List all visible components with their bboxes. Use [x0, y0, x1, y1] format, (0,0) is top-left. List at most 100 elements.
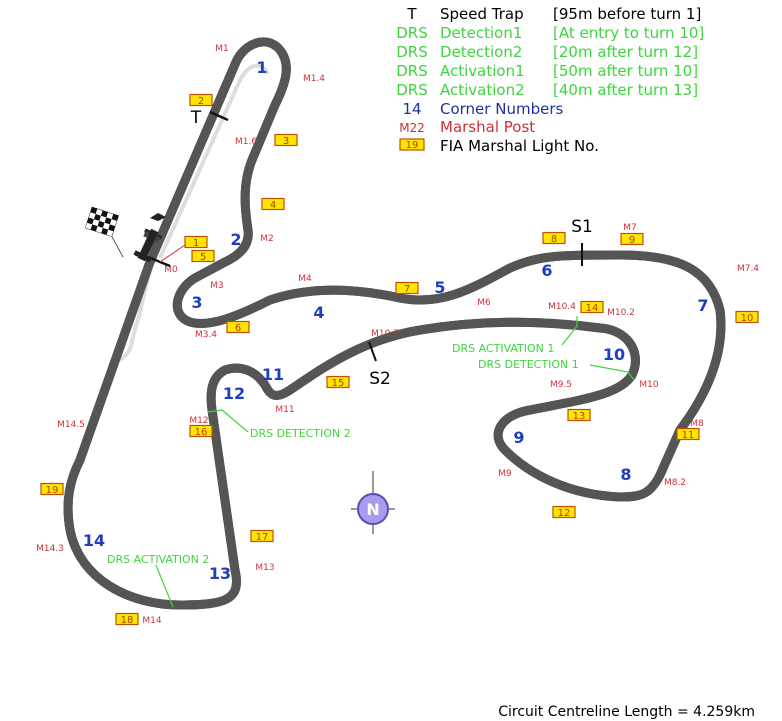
marshal-post: M0 [164, 265, 178, 275]
corner-number: 10 [603, 345, 625, 364]
circuit-length: Circuit Centreline Length = 4.259km [498, 704, 755, 720]
light-box: 8 [542, 231, 566, 245]
svg-text:17: 17 [256, 532, 269, 543]
marshal-post: M8.2 [664, 478, 686, 488]
legend: T Speed Trap [95m before turn 1] DRS Det… [396, 5, 704, 155]
legend-row: 14 Corner Numbers [402, 100, 563, 118]
svg-text:[40m after turn 13]: [40m after turn 13] [553, 81, 698, 99]
marshal-posts: M0 M1 M1.4 M1.6 M2 M3 M3.4 M4 M6 M7 M7.4… [36, 44, 759, 626]
light-box: 3 [274, 133, 298, 147]
checkered-flag-icon [84, 206, 124, 258]
svg-text:1: 1 [193, 238, 199, 249]
svg-text:FIA Marshal Light No.: FIA Marshal Light No. [440, 137, 599, 155]
drs-detection-1: DRS DETECTION 1 [478, 358, 579, 371]
marshal-post: M10.4 [548, 302, 576, 312]
svg-text:11: 11 [682, 430, 695, 441]
light-box: 4 [261, 197, 285, 211]
marshal-post: M7 [623, 223, 637, 233]
pit-hat-icon [150, 213, 166, 221]
speed-trap-line [209, 110, 229, 122]
marshal-post: M8 [690, 419, 704, 429]
light-box: 11 [676, 427, 700, 441]
marshal-post: M10 [639, 380, 658, 390]
pit-lane [118, 63, 270, 362]
corner-numbers: 1 2 3 4 5 6 7 8 9 10 11 12 13 14 [83, 58, 709, 583]
marshal-post: M14.3 [36, 544, 64, 554]
light-box: 19 [40, 482, 64, 496]
sector-1-label: S1 [571, 217, 593, 237]
marshal-post: M12 [189, 416, 208, 426]
legend-row: M22 Marshal Post [399, 118, 535, 136]
svg-text:Marshal Post: Marshal Post [440, 118, 535, 136]
svg-text:Corner Numbers: Corner Numbers [440, 100, 563, 118]
corner-number: 6 [541, 261, 552, 280]
light-box: 12 [552, 505, 576, 519]
svg-text:Detection1: Detection1 [440, 24, 522, 42]
marshal-post: M4 [298, 274, 312, 284]
legend-row: T Speed Trap [95m before turn 1] [406, 5, 701, 23]
legend-row: 19 FIA Marshal Light No. [399, 137, 599, 155]
svg-text:[50m after turn 10]: [50m after turn 10] [553, 62, 698, 80]
legend-row: DRS Activation2 [40m after turn 13] [396, 81, 698, 99]
svg-text:[At entry to turn 10]: [At entry to turn 10] [553, 24, 704, 42]
svg-text:DRS: DRS [396, 43, 428, 61]
drs-activation-2: DRS ACTIVATION 2 [107, 553, 209, 566]
marshal-post: M14 [142, 616, 161, 626]
svg-text:13: 13 [573, 411, 586, 422]
svg-text:2: 2 [198, 96, 204, 107]
svg-text:Detection2: Detection2 [440, 43, 522, 61]
corner-number: 3 [191, 293, 202, 312]
light-box: 10 [735, 310, 759, 324]
corner-number: 2 [230, 230, 241, 249]
svg-text:[20m after turn 12]: [20m after turn 12] [553, 43, 698, 61]
corner-number: 7 [697, 296, 708, 315]
svg-text:3: 3 [283, 136, 289, 147]
light-box: 13 [567, 408, 591, 422]
light-box: 17 [250, 529, 274, 543]
light-box: 16 [189, 424, 213, 438]
marshal-lights: 1 2 3 4 5 6 7 8 9 10 11 12 13 14 15 16 1… [40, 93, 759, 626]
svg-text:Activation1: Activation1 [440, 62, 525, 80]
corner-number: 14 [83, 531, 105, 550]
svg-text:7: 7 [404, 284, 410, 295]
marshal-post: M6 [477, 298, 491, 308]
race-car-icon [133, 228, 163, 263]
marshal-post: M7.4 [737, 264, 759, 274]
marshal-post: M9 [498, 469, 512, 479]
svg-text:15: 15 [332, 378, 345, 389]
corner-number: 12 [223, 384, 245, 403]
svg-text:Activation2: Activation2 [440, 81, 525, 99]
svg-text:DRS: DRS [396, 81, 428, 99]
light-box: 6 [226, 320, 250, 334]
svg-text:14: 14 [402, 100, 421, 118]
marshal-post: M10.7 [371, 329, 399, 339]
marshal-post: M3 [210, 281, 224, 291]
svg-text:10: 10 [741, 313, 754, 324]
track [68, 42, 721, 610]
svg-text:19: 19 [46, 485, 59, 496]
light-leader-line [159, 244, 186, 263]
svg-text:5: 5 [200, 252, 206, 263]
light-box: 2 [189, 93, 213, 107]
corner-number: 4 [313, 303, 324, 322]
svg-text:N: N [366, 500, 379, 519]
svg-text:18: 18 [121, 615, 134, 626]
corner-number: 5 [434, 278, 445, 297]
legend-row: DRS Detection1 [At entry to turn 10] [396, 24, 704, 42]
corner-number: 13 [209, 564, 231, 583]
corner-number: 9 [513, 428, 524, 447]
marshal-post: M3.4 [195, 330, 217, 340]
drs-detection-2: DRS DETECTION 2 [250, 427, 351, 440]
drs-zones: DRS ACTIVATION 1 DRS DETECTION 1 DRS DET… [107, 316, 635, 608]
svg-text:16: 16 [195, 427, 208, 438]
speed-trap-label: T [190, 108, 202, 128]
compass-icon: N [351, 471, 395, 534]
svg-text:8: 8 [551, 234, 557, 245]
corner-number: 1 [256, 58, 267, 77]
svg-text:6: 6 [235, 323, 241, 334]
marshal-post: M1 [215, 44, 229, 54]
light-box: 18 [115, 612, 139, 626]
svg-text:Speed Trap: Speed Trap [440, 5, 524, 23]
legend-row: DRS Activation1 [50m after turn 10] [396, 62, 698, 80]
corner-number: 8 [620, 465, 631, 484]
